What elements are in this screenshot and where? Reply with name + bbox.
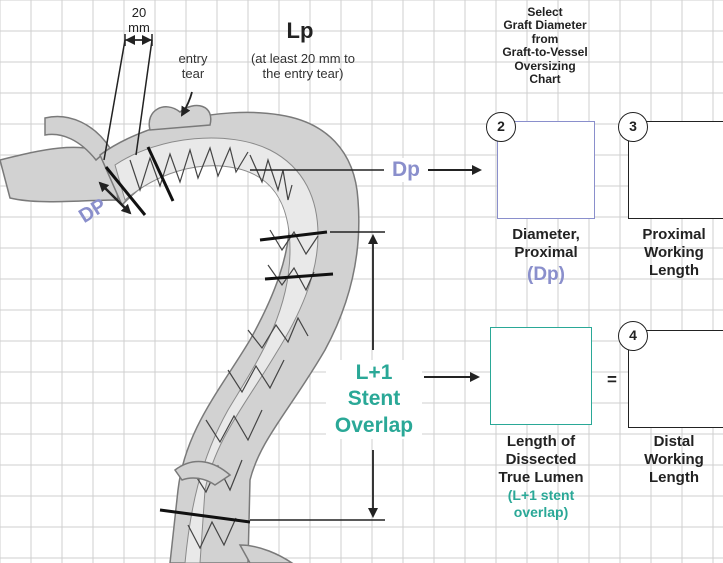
lp-note: (at least 20 mm to the entry tear) xyxy=(228,52,378,82)
mm-label: 20 mm xyxy=(115,6,163,36)
step4-line2: Working xyxy=(625,451,723,469)
lp-note-line2: the entry tear) xyxy=(228,67,378,82)
lumen-line4: (L+1 stent xyxy=(480,487,602,504)
true-lumen-length-box xyxy=(490,327,592,425)
entry-tear-line1: entry xyxy=(165,52,221,67)
mm-value: 20 xyxy=(115,6,163,21)
step3-line3: Length xyxy=(625,262,723,280)
lower-right-branch-vessel xyxy=(240,545,292,563)
proximal-working-length-label: Proximal Working Length xyxy=(625,226,723,280)
l1-stent-overlap-label: L+1 Stent Overlap xyxy=(326,360,422,439)
select-note-line4: Graft-to-Vessel xyxy=(470,46,620,59)
lumen-line5: overlap) xyxy=(480,504,602,521)
select-graft-note: Select Graft Diameter from Graft-to-Vess… xyxy=(470,6,620,87)
l1-line3: Overlap xyxy=(326,413,422,439)
l1-line2: Stent xyxy=(326,386,422,412)
step-4-badge: 4 xyxy=(618,321,648,351)
step2-line3: (Dp) xyxy=(490,264,602,287)
step2-line1: Diameter, xyxy=(490,226,602,244)
true-lumen-length-label: Length of Dissected True Lumen (L+1 sten… xyxy=(480,433,602,521)
entry-tear-label: entry tear xyxy=(165,52,221,82)
lumen-line1: Length of xyxy=(480,433,602,451)
diameter-proximal-label: Diameter, Proximal (Dp) xyxy=(490,226,602,287)
step-3-badge: 3 xyxy=(618,112,648,142)
dp-arrow-label: Dp xyxy=(384,158,428,182)
select-note-line3: from xyxy=(470,33,620,46)
lp-title: Lp xyxy=(270,18,330,43)
select-note-line6: Chart xyxy=(470,73,620,86)
step4-line3: Length xyxy=(625,469,723,487)
step3-line1: Proximal xyxy=(625,226,723,244)
distal-working-length-label: Distal Working Length xyxy=(625,433,723,487)
step3-line2: Working xyxy=(625,244,723,262)
select-note-line2: Graft Diameter xyxy=(470,19,620,32)
step-2-badge: 2 xyxy=(486,112,516,142)
select-note-line1: Select xyxy=(470,6,620,19)
lumen-line2: Dissected xyxy=(480,451,602,469)
step2-line2: Proximal xyxy=(490,244,602,262)
entry-tear-bulge xyxy=(149,106,211,130)
step4-line1: Distal xyxy=(625,433,723,451)
lumen-line3: True Lumen xyxy=(480,469,602,487)
mm-unit: mm xyxy=(115,21,163,36)
equals-sign: = xyxy=(602,370,622,390)
l1-line1: L+1 xyxy=(326,360,422,386)
entry-tear-line2: tear xyxy=(165,67,221,82)
select-note-line5: Oversizing xyxy=(470,60,620,73)
lp-note-line1: (at least 20 mm to xyxy=(228,52,378,67)
